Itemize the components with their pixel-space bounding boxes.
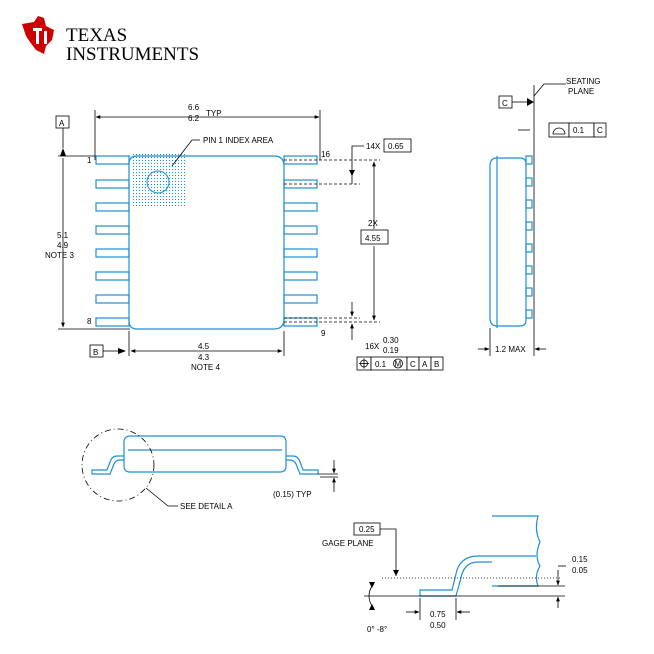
pitch-arrow	[349, 170, 355, 176]
position-datum-c: C	[410, 360, 416, 369]
gage-arrow	[393, 570, 399, 576]
seating-leader	[533, 83, 566, 97]
pin-16-label: 16	[321, 150, 330, 159]
position-datum-b: B	[434, 360, 439, 369]
span-count: 2X	[368, 219, 378, 228]
position-tolerance: 0.1	[375, 360, 387, 369]
ti-logo-icon	[22, 16, 54, 54]
angle-value: 0° -8°	[367, 625, 387, 634]
pin-1-label: 1	[87, 156, 92, 165]
detail-lead	[419, 555, 492, 597]
brand-line-1: TEXAS	[66, 25, 127, 46]
flatness-datum: C	[597, 126, 603, 135]
gage-label: GAGE PLANE	[322, 539, 374, 548]
angle-arrow-top	[369, 582, 375, 588]
side-body	[489, 157, 527, 327]
right-leads	[283, 155, 318, 327]
mmc-circle-icon	[393, 358, 403, 369]
detail-standoff-max: 0.15	[572, 555, 588, 564]
pitch-box	[383, 138, 412, 153]
datum-a-box	[55, 115, 70, 129]
position-tolerance-frame	[356, 356, 444, 371]
datum-c-triangle	[527, 98, 534, 106]
left-leads	[95, 155, 130, 327]
position-icon	[359, 358, 369, 369]
flatness-tolerance-frame	[548, 122, 607, 138]
pitch-leader	[351, 145, 364, 184]
brand-line-2: INSTRUMENTS	[66, 44, 199, 65]
body-note: NOTE 4	[191, 363, 220, 372]
foot-min: 0.50	[430, 621, 446, 630]
span-box	[360, 229, 389, 245]
detail-body	[492, 515, 541, 587]
pin1-dimple	[146, 170, 170, 194]
section-body	[123, 435, 287, 473]
position-datum-a: A	[422, 360, 428, 369]
body-max: 4.5	[198, 342, 210, 351]
position-modifier: M	[395, 360, 402, 369]
section-left-lead	[91, 455, 124, 475]
pin-8-label: 8	[87, 317, 92, 326]
datum-b-triangle	[118, 348, 126, 354]
flatness-tolerance: 0.1	[573, 126, 585, 135]
seating-label-2: PLANE	[568, 87, 594, 96]
gage-value: 0.25	[359, 525, 375, 534]
pin1-label: PIN 1 INDEX AREA	[203, 136, 274, 145]
datum-c: C	[502, 99, 508, 108]
standoff-label: (0.15) TYP	[273, 490, 312, 499]
detail-a-circle	[81, 428, 155, 502]
width-max: 6.6	[188, 103, 200, 112]
length-min: 4.9	[57, 241, 69, 250]
side-leads	[525, 155, 533, 319]
pin1-index-area	[133, 152, 185, 208]
datum-b: B	[93, 348, 98, 357]
angle-arrow-bottom	[369, 604, 375, 610]
length-note: NOTE 3	[45, 251, 74, 260]
height-value: 1.2 MAX	[495, 345, 526, 354]
gage-leader	[380, 528, 397, 576]
lead-width-min: 0.19	[383, 346, 399, 355]
width-suffix: TYP	[206, 109, 222, 118]
foot-max: 0.75	[430, 610, 446, 619]
detail-label: SEE DETAIL A	[180, 502, 233, 511]
detail-standoff-min: 0.05	[572, 566, 588, 575]
profile-surface-icon	[552, 127, 566, 135]
lead-width-max: 0.30	[383, 336, 399, 345]
length-max: 5.1	[57, 231, 69, 240]
pin1-leader	[171, 139, 200, 167]
width-min: 6.2	[188, 114, 200, 123]
seating-label-1: SEATING	[566, 77, 601, 86]
angle-arc	[368, 585, 373, 607]
section-right-lead	[286, 455, 319, 475]
detail-leader	[145, 487, 178, 507]
lead-count: 16X	[365, 342, 380, 351]
datum-a-triangle	[60, 148, 66, 156]
datum-a: A	[59, 119, 65, 128]
pin-9-label: 9	[321, 329, 326, 338]
pitch-value: 0.65	[388, 142, 404, 151]
body-min: 4.3	[198, 353, 210, 362]
pitch-count: 14X	[366, 142, 381, 151]
span-value: 4.55	[365, 234, 381, 243]
